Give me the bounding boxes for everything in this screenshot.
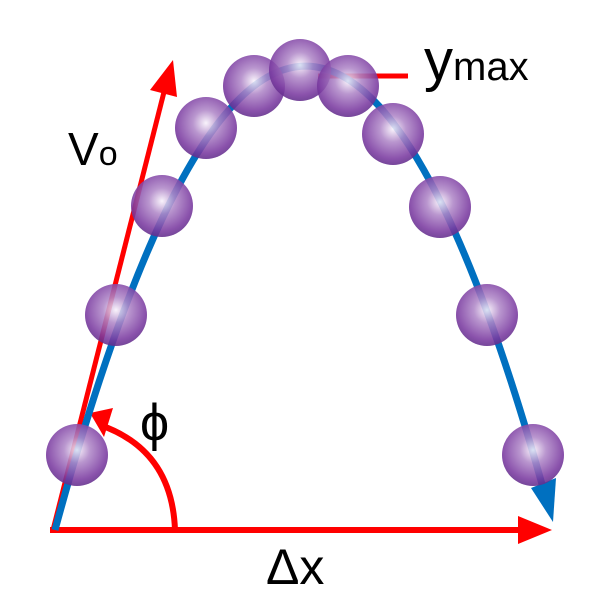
ball: [46, 424, 108, 486]
ball: [456, 284, 518, 346]
ball: [362, 103, 424, 165]
velocity-label: Vo: [68, 123, 118, 175]
ball: [317, 55, 379, 117]
ball: [131, 175, 193, 237]
ball: [175, 97, 237, 159]
ball: [269, 39, 331, 101]
ball-positions: [46, 39, 564, 486]
ymax-label: ymax: [424, 28, 529, 93]
range-arrow: [50, 516, 552, 544]
ball: [409, 176, 471, 238]
ball: [502, 424, 564, 486]
range-label: Δx: [266, 539, 324, 595]
angle-label: ϕ: [140, 394, 169, 452]
ball: [85, 284, 147, 346]
angle-arc: [90, 408, 178, 531]
